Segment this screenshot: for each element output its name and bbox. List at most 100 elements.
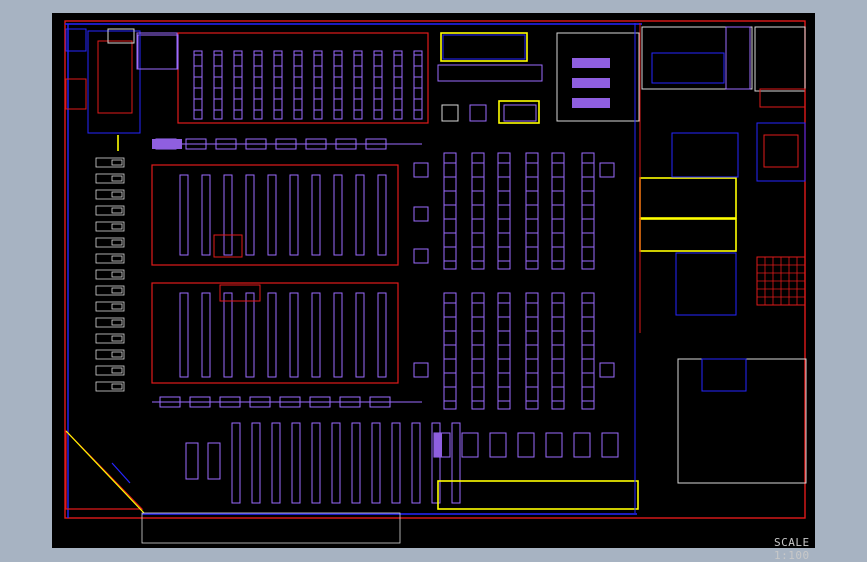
entrance-triangle	[65, 429, 144, 510]
checkout-register	[111, 191, 123, 198]
mid-fixture-red-2	[219, 284, 261, 302]
top-left-racks	[137, 34, 179, 70]
checkout-lane	[95, 285, 125, 296]
grid-shelf-upper	[525, 152, 539, 270]
cold-room	[556, 32, 640, 122]
top-shelf-unit	[313, 50, 323, 120]
checkout-register	[111, 255, 123, 262]
checkout-lane	[95, 269, 125, 280]
checkout-register	[111, 319, 123, 326]
checkout-lane	[95, 205, 125, 216]
checkout-lanes	[95, 157, 125, 392]
mid-lower-shelf	[245, 292, 255, 378]
office-cluster	[641, 26, 753, 90]
bottom-cooler-unit	[461, 432, 479, 458]
lower-red-zone	[151, 282, 399, 384]
bottom-shelf-unit	[311, 422, 321, 504]
drawing-canvas[interactable]: SCALE 1:100	[52, 13, 815, 562]
mid-shelves	[179, 174, 387, 378]
small-room-c	[136, 32, 178, 70]
counter-top	[442, 34, 526, 60]
top-shelf-unit	[293, 50, 303, 120]
small-room-b	[65, 78, 87, 110]
service-room	[87, 30, 141, 134]
meeting-room	[756, 122, 806, 182]
bottom-shelf-unit	[391, 422, 401, 504]
bottom-fixture-b	[207, 442, 221, 480]
grid-end-pad	[413, 162, 429, 178]
checkout-lane	[95, 173, 125, 184]
upper-red-zone	[151, 164, 399, 266]
fixture-pad-a	[441, 104, 459, 122]
bottom-shelf-unit	[431, 422, 441, 504]
highlight-top-counter	[440, 32, 528, 62]
mid-lower-shelf	[267, 292, 277, 378]
top-shelf-unit	[353, 50, 363, 120]
right-rooms	[634, 23, 807, 513]
upper-left-service-area	[65, 28, 178, 134]
mid-red-zones	[151, 164, 399, 384]
bottom-shelf-unit	[291, 422, 301, 504]
top-shelf-unit	[233, 50, 243, 120]
bottom-shelf-unit	[351, 422, 361, 504]
grid-shelf-upper	[581, 152, 595, 270]
checkout-lane	[95, 237, 125, 248]
grid-end-pad	[413, 248, 429, 264]
service-equipment	[107, 28, 135, 44]
mid-upper-shelf	[355, 174, 365, 256]
grid-end-pad	[599, 162, 615, 178]
office-b	[725, 26, 751, 90]
office-a	[651, 52, 725, 84]
red-grid-lines	[757, 257, 805, 305]
checkout-register	[111, 335, 123, 342]
grid-end-pad	[599, 362, 615, 378]
yellow-highlights	[117, 32, 737, 510]
mid-upper-shelf	[201, 174, 211, 256]
grid-shelf-lower	[497, 292, 511, 410]
bottom-shelf-unit	[411, 422, 421, 504]
meeting-table	[763, 134, 799, 168]
bottom-shelf-unit	[331, 422, 341, 504]
mid-lower-shelf	[179, 292, 189, 378]
cold-room-shelf-2	[572, 78, 610, 88]
gondola-end	[152, 139, 182, 149]
mid-upper-shelf	[223, 174, 233, 256]
checkout-lane	[95, 365, 125, 376]
checkout-register	[111, 175, 123, 182]
top-shelf-unit	[273, 50, 283, 120]
top-shelf-unit	[413, 50, 423, 120]
grid-shelf-upper	[551, 152, 565, 270]
checkout-lane	[95, 157, 125, 168]
checkout-lane	[95, 349, 125, 360]
bottom-shelves	[185, 422, 619, 504]
scale-label: SCALE 1:100	[774, 536, 810, 562]
checkout-register	[111, 223, 123, 230]
grid-end-pad	[413, 206, 429, 222]
highlight-mid-counter	[498, 100, 540, 124]
mid-fixture-red	[213, 234, 243, 258]
mid-upper-shelf	[289, 174, 299, 256]
checkout-lane	[95, 253, 125, 264]
top-shelf-unit	[393, 50, 403, 120]
upper-right-room	[754, 26, 806, 92]
red-door-room	[759, 88, 806, 108]
top-shelf-unit	[333, 50, 343, 120]
checkout-lane	[95, 221, 125, 232]
grid-shelf-lower	[443, 292, 457, 410]
mid-upper-shelf	[245, 174, 255, 256]
entrance-stub	[111, 462, 131, 484]
grid-shelf-upper	[497, 152, 511, 270]
grid-shelf-lower	[551, 292, 565, 410]
floor-plan	[64, 20, 807, 544]
top-shelf-unit	[213, 50, 223, 120]
mid-right-room-a	[671, 132, 739, 178]
mid-lower-shelf	[289, 292, 299, 378]
bottom-fixture-a	[185, 442, 199, 480]
fixture-pad-b	[469, 104, 487, 122]
top-shelf-unit	[253, 50, 263, 120]
lower-left-entrance	[65, 429, 401, 544]
mid-lower-shelf	[311, 292, 321, 378]
mid-lower-shelf	[333, 292, 343, 378]
top-room-outline	[177, 32, 429, 124]
mid-lower-shelf	[355, 292, 365, 378]
